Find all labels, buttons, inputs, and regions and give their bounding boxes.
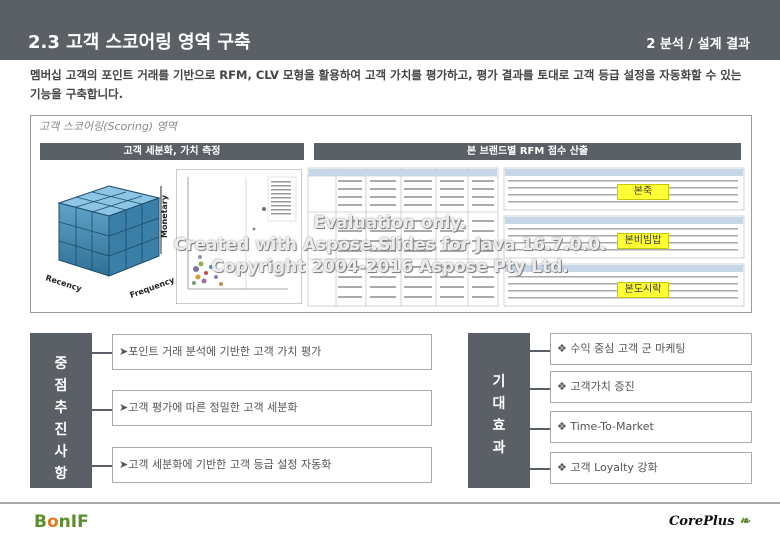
effects-title: 기대효과 [492, 374, 506, 456]
evaluation-watermark: Evaluation only. Created with Aspose.Sli… [130, 212, 650, 278]
brand-label-bonbibimbap: 본비빔밥 [617, 233, 669, 249]
focus-item-1: ➤포인트 거래 분석에 기반한 고객 가치 평가 [112, 334, 432, 370]
leaf-icon: ❧ [734, 514, 750, 529]
coreplus-logo: CorePlus ❧ [669, 514, 750, 529]
connector-line [92, 352, 112, 354]
connector-line [530, 388, 550, 390]
logo-letter: nIF [58, 512, 89, 532]
logo-letter: B [34, 512, 47, 532]
effect-item-4: ❖ 고객 Loyalty 강화 [550, 452, 752, 484]
monetary-axis-label: Monetary [160, 194, 169, 238]
panel-title: 고객 스코어링(Scoring) 영역 [39, 120, 177, 133]
rfm-score-bar: 본 브랜드별 RFM 점수 산출 [314, 143, 741, 160]
focus-item-2: ➤고객 평가에 따른 정밀한 고객 세분화 [112, 390, 432, 426]
connector-line [530, 468, 550, 470]
segmentation-bar: 고객 세분화, 가치 측정 [40, 143, 304, 160]
watermark-line: Created with Aspose.Slides for Java 16.7… [173, 235, 607, 255]
rfm-cube-graphic: Monetary Frequency Recency [44, 185, 177, 300]
connector-line [92, 409, 112, 411]
focus-item-3: ➤고객 세분화에 기반한 고객 등급 설정 자동화 [112, 447, 432, 483]
watermark-line: Copyright 2004-2016 Aspose Pty Ltd. [211, 257, 569, 277]
effect-item-2: ❖ 고객가치 증진 [550, 371, 752, 403]
focus-heading: 중점추진사항 [30, 333, 92, 488]
frequency-axis-label: Frequency [129, 275, 177, 300]
effect-item-1: ❖ 수익 중심 고객 군 마케팅 [550, 333, 752, 365]
coreplus-text: CorePlus [668, 514, 735, 529]
recency-axis-label: Recency [44, 273, 83, 293]
bonif-logo: BonIF [34, 512, 89, 532]
section-label: 2 분석 / 설계 결과 [646, 37, 750, 52]
slide-header: 2.3 고객 스코어링 영역 구축 2 분석 / 설계 결과 [0, 0, 780, 60]
slide-title: 2.3 고객 스코어링 영역 구축 [28, 32, 251, 53]
watermark-line: Evaluation only. [313, 213, 467, 233]
effects-heading: 기대효과 [468, 333, 530, 488]
footer-divider [0, 502, 780, 504]
connector-line [530, 428, 550, 430]
scoring-panel: 고객 스코어링(Scoring) 영역 고객 세분화, 가치 측정 본 브랜드별… [30, 115, 752, 313]
effect-item-3: ❖ Time-To-Market [550, 411, 752, 443]
logo-letter: o [46, 512, 59, 532]
connector-line [92, 465, 112, 467]
brand-label-bondosirak: 본도시락 [617, 282, 669, 298]
segmentation-scatter-plot [176, 169, 302, 304]
connector-line [530, 350, 550, 352]
focus-title: 중점추진사항 [54, 356, 68, 482]
description-text: 멤버십 고객의 포인트 거래를 기반으로 RFM, CLV 모형을 활용하여 고… [30, 68, 742, 101]
brand-label-bonjuk: 본죽 [617, 184, 669, 200]
